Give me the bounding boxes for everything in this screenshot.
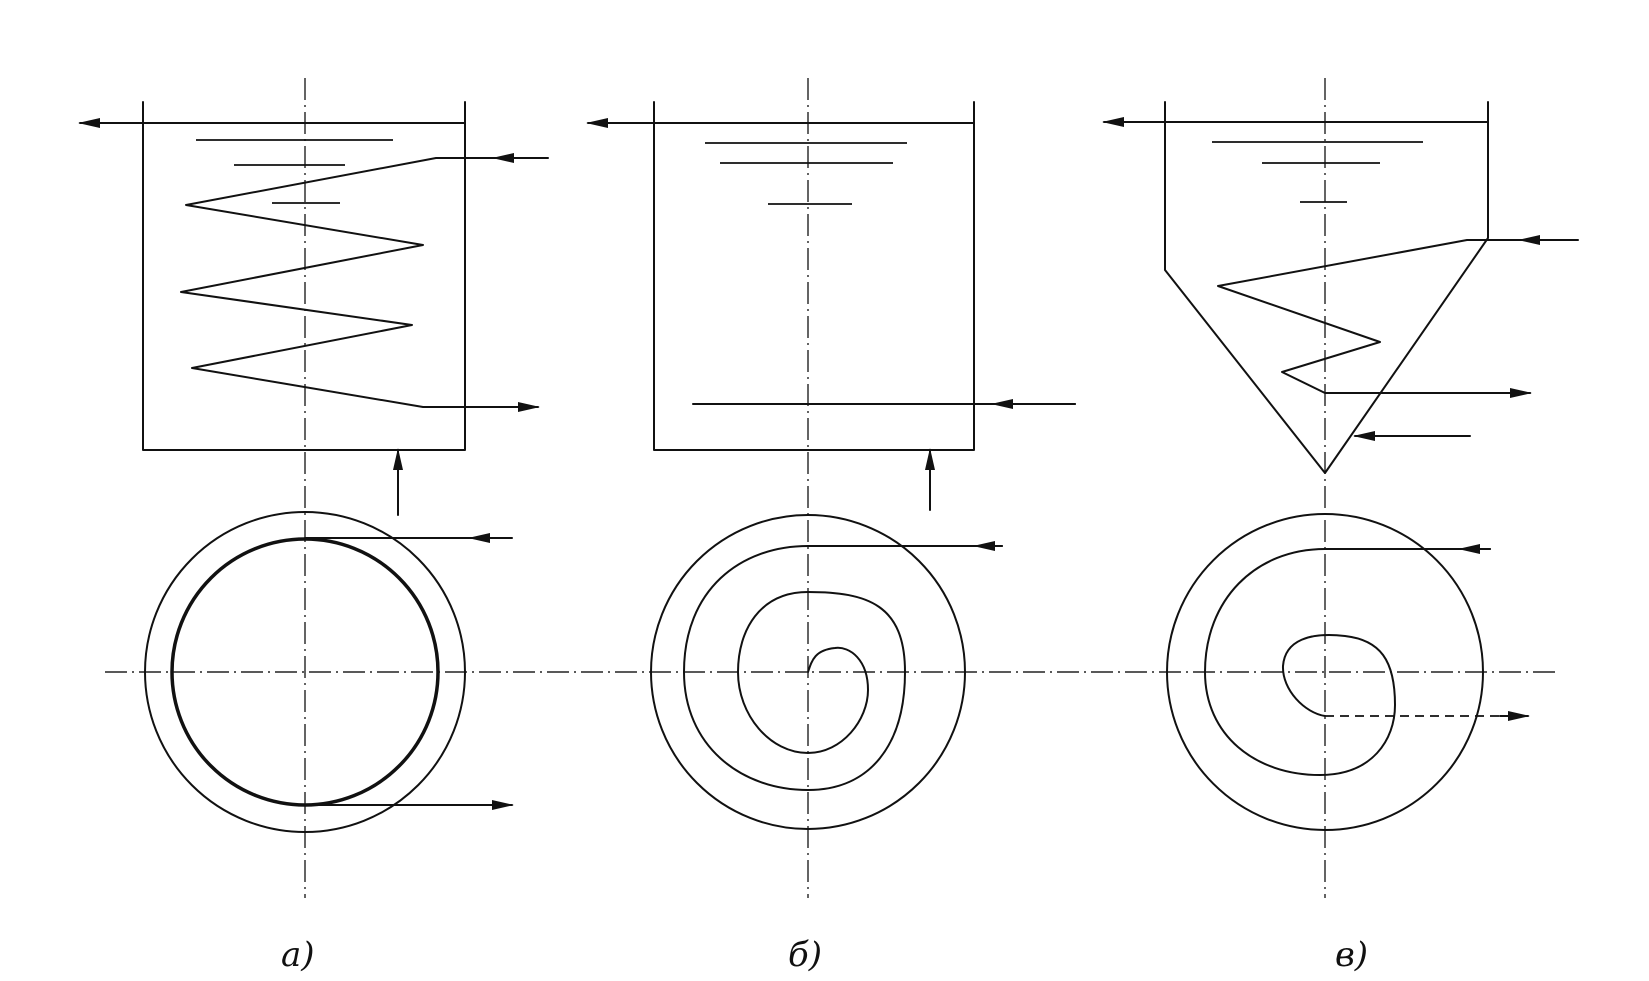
variant-a-zigzag-flow-path <box>180 157 519 408</box>
caption-a: а) <box>281 935 315 975</box>
variant-c-group: в) <box>1102 78 1579 975</box>
variant-c-zigzag-flow-path <box>1217 239 1531 394</box>
variant-b-outer-ring <box>650 514 966 830</box>
variant-b-spiral-flow-path <box>683 545 1003 791</box>
variant-a-group: а) <box>78 78 549 975</box>
variant-b-group: б) <box>586 78 1076 975</box>
caption-b: б) <box>788 935 822 975</box>
variant-a-tank-wall <box>142 101 466 451</box>
variant-b-tank-wall <box>653 101 975 451</box>
caption-c: в) <box>1335 935 1368 975</box>
variant-a-outer-ring <box>144 511 466 833</box>
variant-c-outer-ring <box>1166 513 1484 831</box>
variant-c-tank-wall <box>1164 101 1489 474</box>
variant-c-spiral-flow-path <box>1204 548 1491 776</box>
